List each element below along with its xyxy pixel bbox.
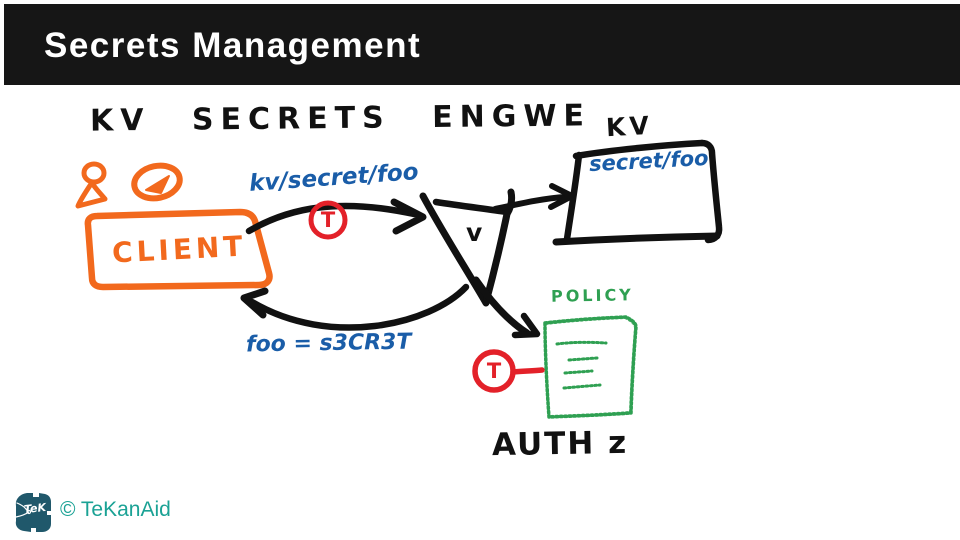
policy-label: POLICY (550, 285, 634, 306)
vault-label: v (466, 218, 483, 247)
policy-token-label: T (486, 359, 502, 383)
app-icon (131, 162, 183, 202)
diagram-title: KV SECRETS ENGWE (89, 98, 592, 139)
header-bar: Secrets Management (4, 4, 960, 85)
authz-label: AUTH z (491, 424, 629, 464)
tekanaid-logo (15, 493, 51, 532)
policy-line-1 (555, 340, 608, 346)
client-box (84, 208, 273, 291)
kv-store-label: KV (605, 110, 654, 143)
policy-line-2 (567, 356, 599, 362)
policy-box (543, 315, 638, 419)
vault-funnel (419, 188, 516, 307)
token-circle-policy (472, 349, 545, 393)
client-label: CLIENT (111, 229, 248, 270)
policy-line-3 (563, 369, 594, 375)
response-arrow (240, 283, 470, 331)
copyright-text: © TeKanAid (60, 498, 171, 521)
kv-store-box (552, 139, 723, 246)
request-token-label: T (320, 208, 336, 232)
policy-line-4 (562, 383, 602, 390)
response-label: foo = s3CR3T (245, 329, 412, 358)
person-icon (75, 161, 108, 209)
vault-to-policy-arrow (472, 276, 541, 339)
vault-to-kv-arrow (492, 183, 575, 212)
token-circle-request (308, 200, 348, 240)
page-title: Secrets Management (44, 26, 422, 65)
